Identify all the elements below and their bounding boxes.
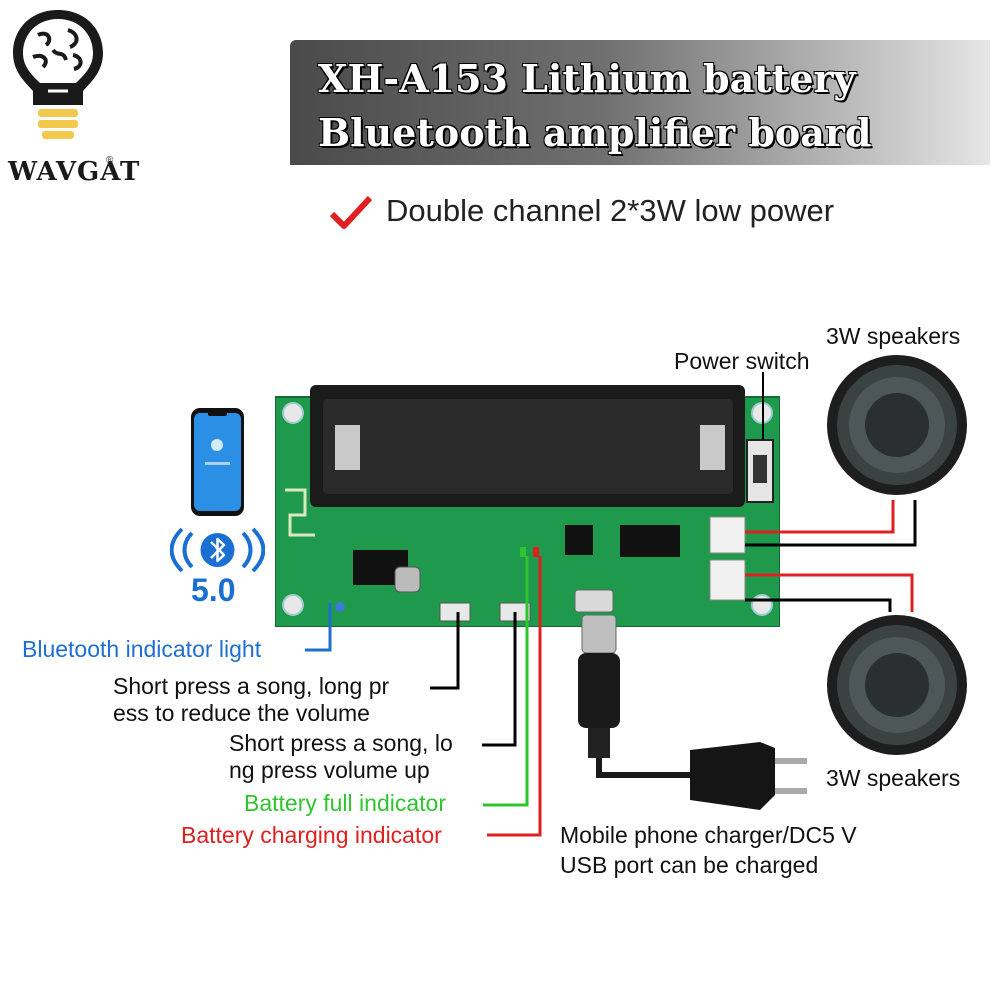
next-button-label: Short press a song, lo ng press volume u… [229, 730, 453, 783]
wall-charger-icon [690, 742, 807, 810]
speakers-bottom-label: 3W speakers [826, 765, 961, 791]
page-title: XH-A153 Lithium battery Bluetooth amplif… [318, 56, 872, 155]
brand-reg-mark: ® [106, 155, 114, 166]
speaker-icon [827, 355, 967, 495]
bt-indicator-label: Bluetooth indicator light [22, 636, 262, 662]
battery-charging-label: Battery charging indicator [181, 822, 442, 848]
brand-name: WAVGAT [8, 157, 141, 187]
feature-text: Double channel 2*3W low power [386, 193, 835, 228]
battery-full-label: Battery full indicator [244, 790, 446, 816]
charger-label: Mobile phone charger/DC5 V USB port can … [560, 822, 857, 878]
lightbulb-brain-icon [13, 10, 103, 139]
speakers-top-label: 3W speakers [826, 323, 961, 349]
amplifier-board [275, 385, 780, 627]
speaker-icon [827, 615, 967, 755]
checkmark-icon [330, 196, 372, 229]
power-switch-label: Power switch [674, 348, 810, 374]
bluetooth-icon [170, 527, 265, 573]
prev-button-label: Short press a song, long pr ess to reduc… [113, 673, 390, 726]
smartphone-icon [191, 408, 244, 516]
bluetooth-version: 5.0 [191, 572, 236, 608]
usb-plug-icon [578, 615, 690, 778]
title-banner [290, 40, 990, 165]
